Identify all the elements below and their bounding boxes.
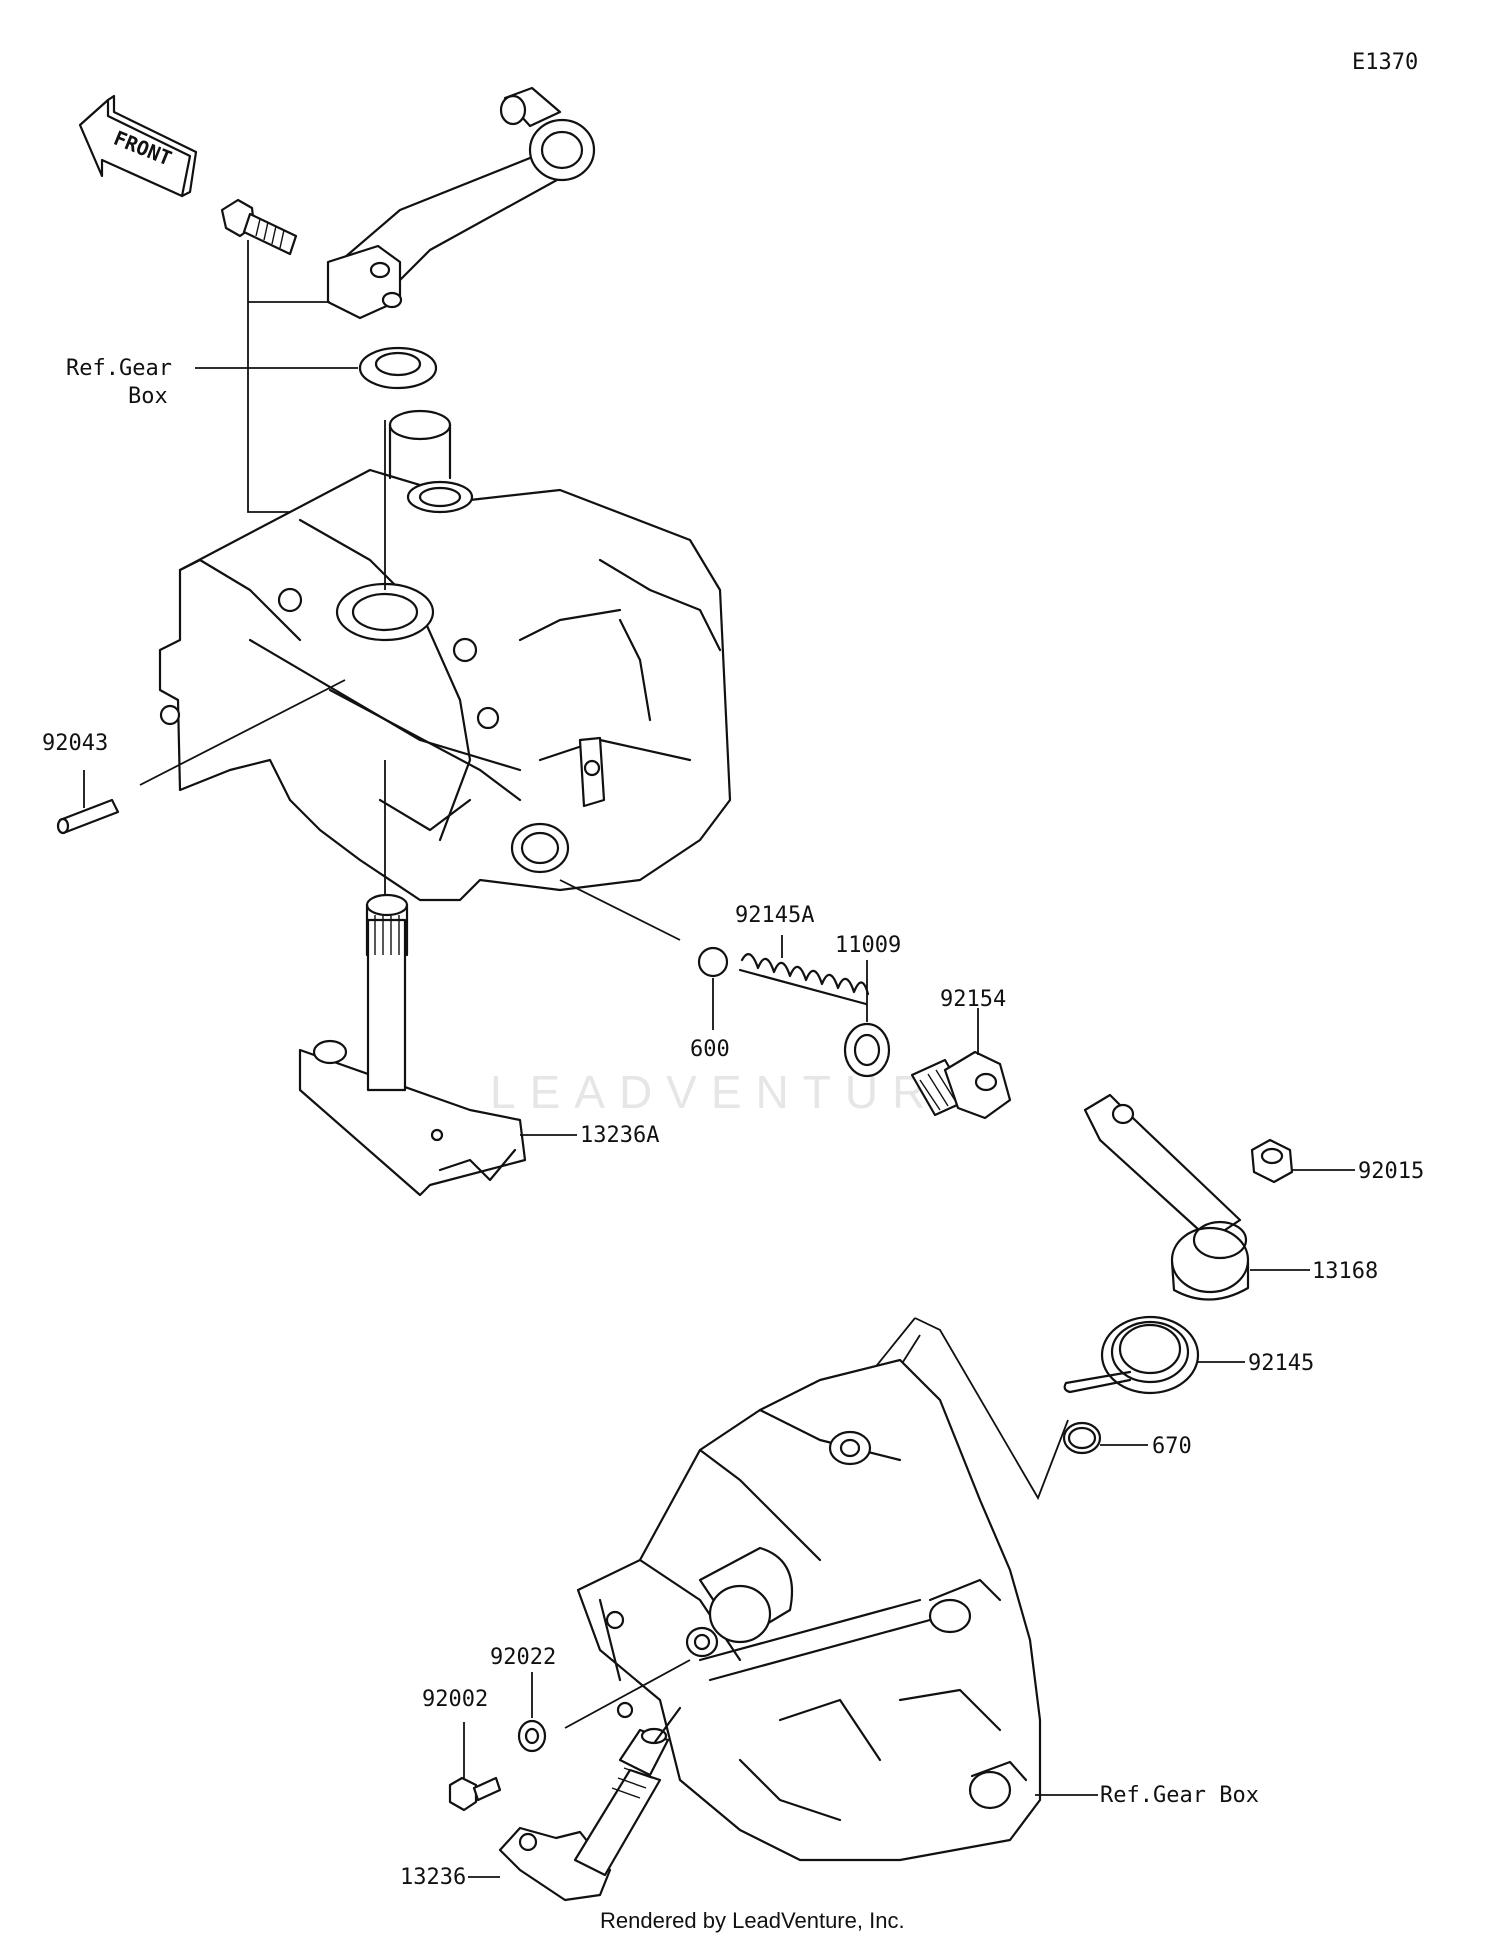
callout-670: 670 bbox=[1152, 1434, 1192, 1459]
shift-arm-13168 bbox=[1083, 1093, 1250, 1301]
lower-gearbox-housing bbox=[576, 1358, 1042, 1862]
callout-92002: 92002 bbox=[422, 1687, 488, 1712]
shift-pedal-arm bbox=[326, 86, 596, 320]
callout-13236A: 13236A bbox=[580, 1123, 659, 1148]
callout-92022: 92022 bbox=[490, 1645, 556, 1670]
footer-credit: Rendered by LeadVenture, Inc. bbox=[600, 1908, 905, 1933]
callout-11009: 11009 bbox=[835, 933, 901, 958]
diagram-id: E1370 bbox=[1352, 50, 1418, 75]
shift-shaft-13236 bbox=[498, 1706, 682, 1902]
detent-ball-600 bbox=[697, 946, 729, 978]
callout-13236: 13236 bbox=[400, 1865, 466, 1890]
callout-600: 600 bbox=[690, 1037, 730, 1062]
shift-pedal-bolt bbox=[220, 198, 298, 256]
oil-seal bbox=[358, 346, 438, 390]
callout-92145: 92145 bbox=[1248, 1351, 1314, 1376]
watermark-text: LEADVENTURE bbox=[490, 1066, 984, 1118]
o-ring-670 bbox=[1062, 1421, 1102, 1455]
plug-bolt-92154 bbox=[910, 1050, 1012, 1120]
front-arrow-icon: FRONT bbox=[78, 94, 198, 198]
upper-gearbox-housing bbox=[158, 409, 732, 902]
washer-92022 bbox=[517, 1719, 547, 1753]
nut-92015 bbox=[1250, 1138, 1294, 1184]
spring-92145A bbox=[738, 953, 870, 1006]
callout-ref-gear-box-upper-line2: Box bbox=[128, 384, 168, 409]
callout-92043: 92043 bbox=[42, 731, 108, 756]
pin-92043 bbox=[56, 798, 120, 835]
washer-11009 bbox=[843, 1022, 891, 1078]
callout-ref-gear-box-upper-line1: Ref.Gear bbox=[66, 356, 172, 381]
shift-shaft-13236A bbox=[298, 893, 527, 1197]
callout-92145A: 92145A bbox=[735, 903, 814, 928]
torsion-spring-92145 bbox=[1063, 1315, 1200, 1395]
bolt-92002 bbox=[448, 1776, 502, 1812]
callout-13168: 13168 bbox=[1312, 1259, 1378, 1284]
callout-92015: 92015 bbox=[1358, 1159, 1424, 1184]
callout-ref-gear-box-lower: Ref.Gear Box bbox=[1100, 1783, 1259, 1808]
callout-92154: 92154 bbox=[940, 987, 1006, 1012]
